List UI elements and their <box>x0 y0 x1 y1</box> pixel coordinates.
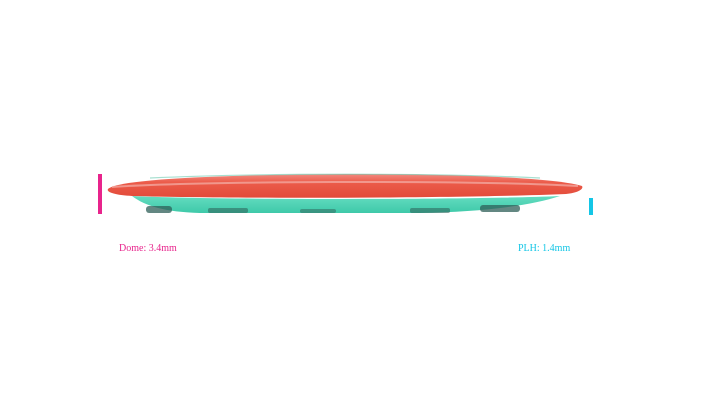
dome-measurement-label: Dome: 3.4mm <box>119 243 177 254</box>
disc-shadow-patch <box>146 206 172 213</box>
disc-shadow-patch <box>208 208 248 213</box>
disc-shadow-patch <box>300 209 336 213</box>
disc-top-edge <box>149 173 541 179</box>
plh-measurement-label: PLH: 1.4mm <box>518 243 571 254</box>
disc-rim-highlight <box>111 180 579 188</box>
dome-height-marker <box>98 174 102 214</box>
disc-shadow-patch <box>410 208 450 213</box>
disc-top-dome <box>107 174 583 198</box>
plh-height-marker <box>589 198 593 215</box>
disc-shadow-patch <box>480 205 520 212</box>
